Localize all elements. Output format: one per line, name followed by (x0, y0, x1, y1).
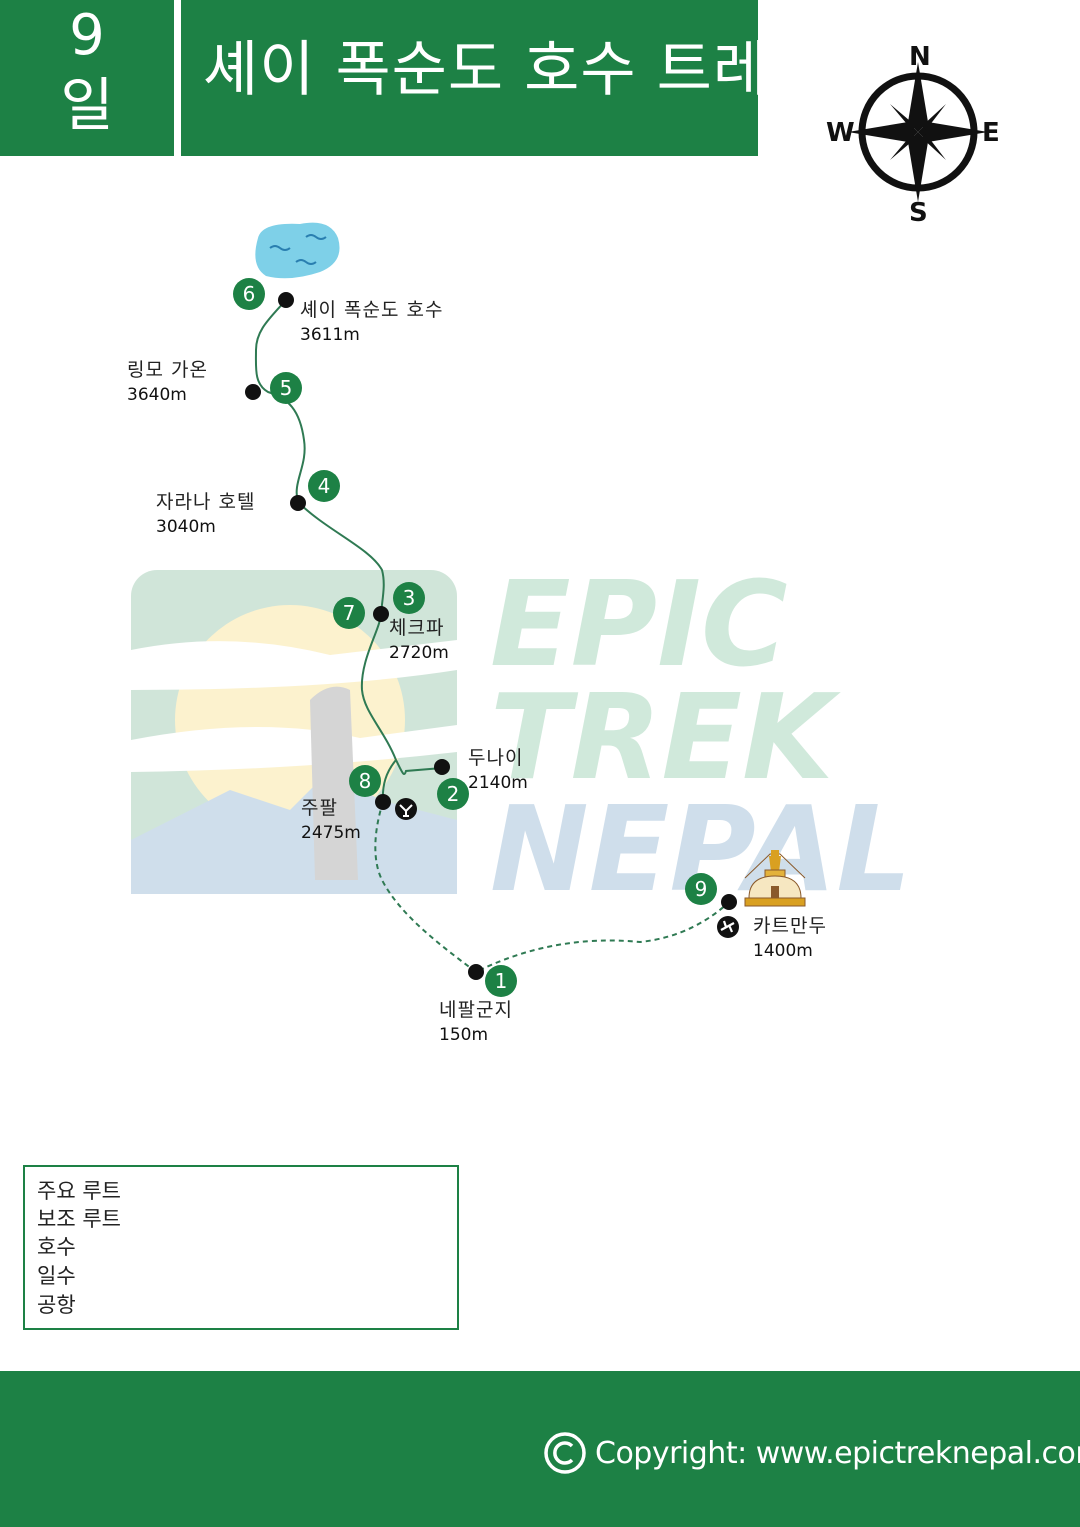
place-label-nepalgunj: 네팔군지 150m (439, 997, 513, 1047)
compass-south: S (909, 198, 928, 228)
place-elevation: 3640m (127, 385, 187, 405)
place-label-ringmo: 링모 가온 3640m (127, 357, 208, 407)
day-marker-5: 5 (270, 372, 302, 404)
legend-main-route-label: 주요 루트 (37, 1179, 121, 1203)
day-marker-8: 8 (349, 765, 381, 797)
stop-dot (373, 606, 389, 622)
stop-dot (290, 495, 306, 511)
place-label-juphal: 주팔 2475m (301, 795, 361, 845)
stop-dot (468, 964, 484, 980)
day-count-number: 9 (69, 3, 105, 68)
place-elevation: 2475m (301, 823, 361, 843)
stop-dot (375, 794, 391, 810)
place-name: 두나이 (468, 747, 524, 769)
footer-bar: Copyright: www.epictreknepal.com (0, 1371, 1080, 1527)
day-marker-2: 2 (437, 778, 469, 810)
compass-west: W (826, 118, 855, 148)
stop-dot (434, 759, 450, 775)
place-name: 셰이 폭순도 호수 (300, 299, 444, 321)
compass-north: N (909, 42, 931, 72)
title-box: 셰이 폭순도 호수 트레킹 (181, 0, 824, 156)
legend-lake-label: 호수 (37, 1235, 76, 1259)
place-elevation: 2720m (389, 643, 449, 663)
stop-dot (245, 384, 261, 400)
place-label-jharana-hotel: 자라나 호텔 3040m (156, 489, 255, 539)
place-elevation: 1400m (753, 941, 813, 961)
day-marker-6: 6 (233, 278, 265, 310)
stop-dot (721, 894, 737, 910)
day-count-box: 9 일 (0, 0, 174, 156)
place-name: 네팔군지 (439, 999, 513, 1021)
place-label-chhepka: 체크파 2720m (389, 615, 449, 665)
place-name: 자라나 호텔 (156, 491, 256, 513)
place-label-dunai: 두나이 2140m (468, 745, 528, 795)
day-marker-7: 7 (333, 597, 365, 629)
day-marker-3: 3 (393, 582, 425, 614)
page-title: 셰이 폭순도 호수 트레킹 (203, 35, 826, 105)
airport-icon (717, 916, 739, 938)
compass-east: E (982, 118, 1000, 148)
legend-sub-route-label: 보조 루트 (37, 1207, 121, 1231)
place-label-shey-phoksundo-lake: 셰이 폭순도 호수 3611m (300, 297, 443, 347)
watermark-logo: EPIC TREK NEPAL (131, 555, 912, 918)
map-legend: 주요 루트 보조 루트 호수 일수 공항 (23, 1165, 459, 1330)
airport-icon (395, 798, 417, 820)
watermark-line-1: EPIC (490, 555, 788, 693)
place-name: 체크파 (389, 617, 445, 639)
legend-days-label: 일수 (37, 1264, 76, 1288)
place-elevation: 150m (439, 1025, 489, 1045)
place-name: 링모 가온 (127, 359, 208, 381)
place-elevation: 3040m (156, 517, 216, 537)
legend-airport-label: 공항 (37, 1293, 76, 1317)
stop-dot (278, 292, 294, 308)
copyright-icon (544, 1432, 586, 1474)
place-elevation: 3611m (300, 325, 360, 345)
copyright-text: Copyright: www.epictreknepal.com (595, 1435, 1080, 1471)
day-marker-4: 4 (308, 470, 340, 502)
stupa-icon (744, 850, 806, 907)
compass-icon (848, 62, 988, 202)
lake-icon (255, 222, 340, 279)
day-marker-9: 9 (685, 873, 717, 905)
day-count-unit: 일 (60, 71, 114, 139)
place-label-kathmandu: 카트만두 1400m (753, 913, 827, 963)
compass-rose: N S W E (820, 40, 1020, 230)
place-elevation: 2140m (468, 773, 528, 793)
place-name: 카트만두 (753, 915, 827, 937)
copyright: Copyright: www.epictreknepal.com (543, 1427, 1080, 1479)
day-marker-1: 1 (485, 965, 517, 997)
place-name: 주팔 (301, 797, 338, 819)
watermark-line-2: TREK (490, 668, 841, 806)
